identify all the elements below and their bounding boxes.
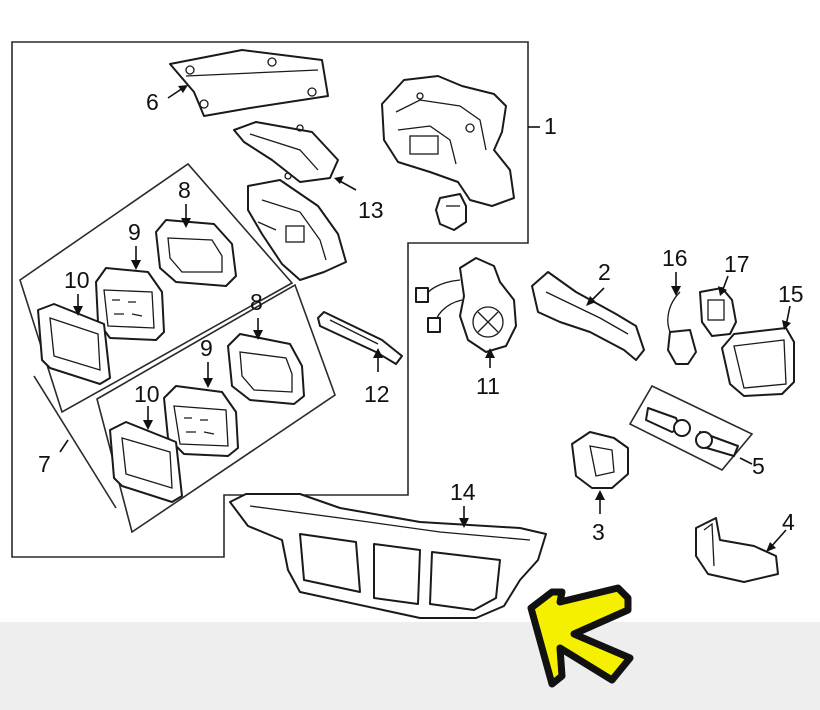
part-9-lamp-upper — [95, 267, 165, 341]
group-outline-1 — [11, 41, 529, 558]
callout-7: 7 — [38, 451, 51, 477]
arrowhead-3 — [595, 490, 605, 500]
leader-7 — [59, 439, 69, 453]
part-16-harness — [667, 291, 697, 365]
callout-9a: 9 — [128, 219, 141, 245]
part-13-bracket — [233, 121, 339, 183]
callout-13: 13 — [358, 197, 384, 223]
part-14-panel — [229, 493, 547, 619]
part-10-ring-upper — [37, 303, 111, 385]
part-8-bezel-upper — [155, 219, 237, 287]
callout-5: 5 — [752, 453, 765, 479]
callout-14: 14 — [450, 479, 476, 505]
part-11-motor — [415, 257, 517, 353]
arrowhead-16 — [671, 286, 681, 296]
callout-10b: 10 — [134, 381, 160, 407]
yellow-arrow-icon — [527, 584, 634, 688]
arrowhead-13 — [334, 176, 344, 184]
leader-5 — [739, 457, 753, 465]
callout-1: 1 — [544, 113, 557, 139]
arrowhead-4 — [766, 542, 776, 552]
callout-2: 2 — [598, 259, 611, 285]
part-6-cover — [169, 49, 329, 117]
callout-15: 15 — [778, 281, 804, 307]
arrowhead-9a — [131, 260, 141, 270]
fastener-box-5 — [628, 384, 754, 471]
part-15-lamp — [721, 327, 795, 397]
callout-11: 11 — [476, 373, 500, 399]
part-4-plate — [695, 517, 779, 583]
bottom-strip — [0, 622, 820, 710]
callout-6: 6 — [146, 89, 159, 115]
callout-9b: 9 — [200, 335, 213, 361]
arrowhead-10b — [143, 420, 153, 430]
arrowhead-2 — [586, 296, 596, 306]
bracket-7-a — [33, 375, 117, 509]
arrowhead-8a — [181, 218, 191, 228]
arrowhead-11 — [485, 348, 495, 358]
part-8-bezel-lower — [227, 333, 305, 405]
arrowhead-14 — [459, 518, 469, 528]
arrowhead-9b — [203, 378, 213, 388]
part-1-housing — [381, 75, 515, 231]
callout-3: 3 — [592, 519, 605, 545]
part-17-socket — [699, 287, 737, 337]
part-13-housing — [247, 179, 347, 281]
callout-16: 16 — [662, 245, 688, 271]
arrowhead-10a — [73, 306, 83, 316]
part-2-molding — [531, 271, 645, 361]
arrowhead-12 — [373, 348, 383, 358]
part-3-bracket — [571, 431, 629, 489]
callout-4: 4 — [782, 509, 795, 535]
callout-10a: 10 — [64, 267, 90, 293]
lamp-box-upper — [19, 162, 294, 414]
part-12-adjuster — [317, 311, 403, 365]
callout-17: 17 — [724, 251, 750, 277]
lamp-box-lower — [96, 283, 336, 534]
callout-12: 12 — [364, 381, 390, 407]
part-10-ring-lower — [109, 421, 183, 503]
arrowhead-15 — [782, 320, 791, 330]
arrowhead-6 — [178, 85, 188, 93]
callout-8b: 8 — [250, 289, 263, 315]
arrowhead-17 — [718, 286, 727, 296]
part-5-fasteners — [645, 407, 739, 457]
callout-8a: 8 — [178, 177, 191, 203]
arrowhead-8b — [253, 330, 263, 340]
